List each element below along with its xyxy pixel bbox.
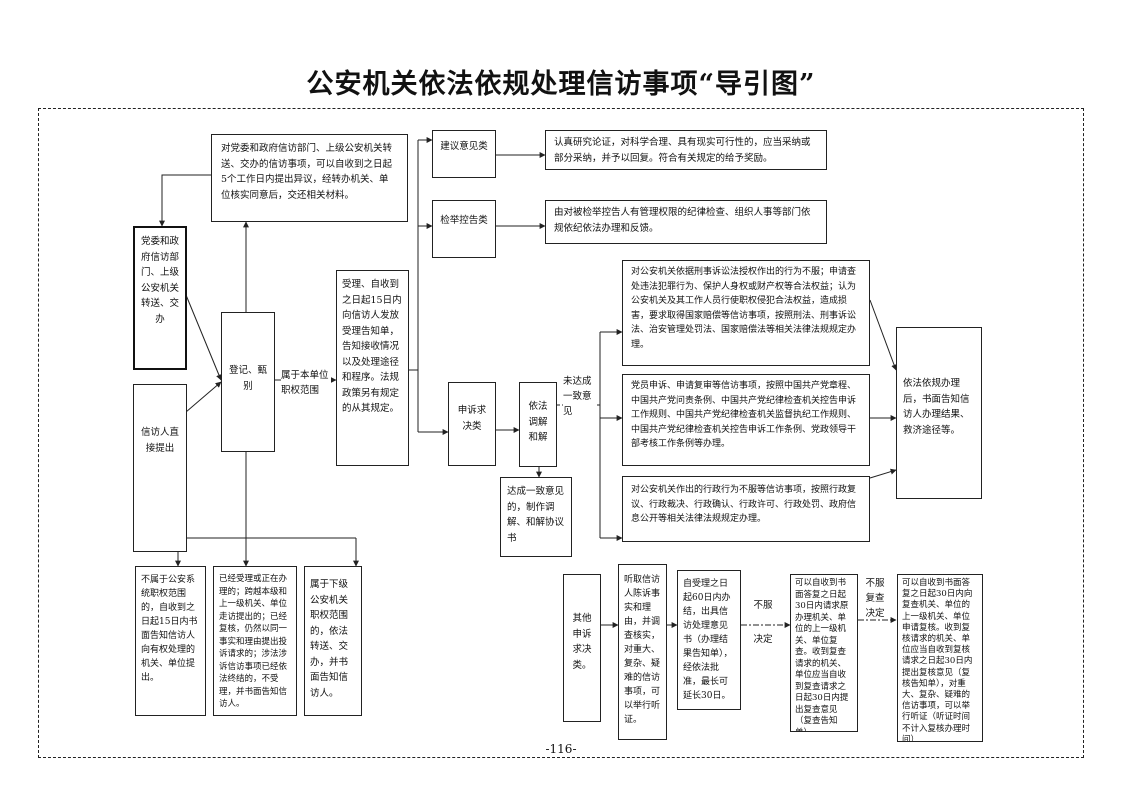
review-box: 可以自收到书面答复之日起30日内请求原办理机关、单位的上一级机关、单位复查。收到… [790, 574, 858, 732]
page-title: 公安机关依法依规处理信访事项“导引图” [306, 69, 816, 100]
decide-label: 决定 [753, 634, 773, 645]
visitor-direct-box: 信访人直接提出 [133, 384, 187, 552]
other-complaint-box: 其他申诉求决类。 [563, 574, 601, 722]
suggest-category-box: 建议意见类 [432, 130, 496, 178]
report-handling-box: 由对被检举控告人有管理权限的纪律检查、组织人事等部门依规依纪依法办理和反馈。 [545, 200, 827, 244]
party-gov-source-box: 党委和政府信访部门、上级公安机关转送、交办 [133, 226, 187, 370]
page-number: -116- [545, 742, 577, 756]
criminal-procedure-box: 对公安机关依据刑事诉讼法授权作出的行为不服；申请查处违法犯罪行为、保护人身权或财… [622, 260, 870, 366]
not-agree-label: 未达成一致意见 [563, 374, 595, 419]
report-category-box: 检举控告类 [432, 200, 496, 258]
hearing-investigation-box: 听取信访人陈诉事实和理由，并调查核实，对重大、复杂、疑难的信访事项，可以举行听证… [618, 564, 667, 740]
already-handled-box: 已经受理或正在办理的；跨越本级和上一级机关、单位走访提出的；已经复核，仍然以同一… [213, 566, 297, 716]
sixty-day-box: 自受理之日起60日内办结，出具信访处理意见书（办理结果告知单），经依法批准，最长… [677, 570, 741, 710]
lower-level-box: 属于下级公安机关职权范围的，依法转送、交办，并书面告知信访人。 [304, 566, 362, 716]
accept-notice-box: 受理、自收到之日起15日内向信访人发放受理告知单，告知接收情况以及处理途径和程序… [336, 270, 409, 466]
lawful-result-box: 依法依规办理后，书面告知信访人办理结果、救济途径等。 [896, 327, 982, 499]
party-member-box: 党员申诉、申请复审等信访事项，按照中国共产党章程、中国共产党问责条例、中国共产党… [622, 374, 870, 466]
transfer-objection-box: 对党委和政府信访部门、上级公安机关转送、交办的信访事项，可以自收到之日起5个工作… [211, 134, 408, 222]
not-in-scope-box: 不属于公安系统职权范围的，自收到之日起15日内书面告知信访人向有权处理的机关、单… [135, 566, 206, 716]
recheck-box: 可以自收到书面答复之日起30日内向复查机关、单位的上一级机关、单位申请复核。收到… [897, 574, 983, 742]
complaint-category-box: 申诉求决类 [448, 382, 496, 466]
disagree-review-label: 不服复查决定 [865, 578, 885, 619]
diagram-frame [38, 108, 1084, 758]
agreement-box: 达成一致意见的，制作调解、和解协议书 [500, 477, 572, 557]
mediation-box: 依法调解和解 [519, 382, 557, 467]
suggest-handling-box: 认真研究论证，对科学合理、具有现实可行性的，应当采纳或部分采纳，并予以回复。符合… [545, 130, 827, 170]
register-screen-box: 登记、甄别 [221, 312, 275, 452]
disagree-handle-label: 不服 [753, 600, 773, 611]
administrative-box: 对公安机关作出的行政行为不服等信访事项，按照行政复议、行政裁决、行政确认、行政许… [622, 476, 870, 542]
belong-scope-label: 属于本单位职权范围 [281, 368, 331, 398]
